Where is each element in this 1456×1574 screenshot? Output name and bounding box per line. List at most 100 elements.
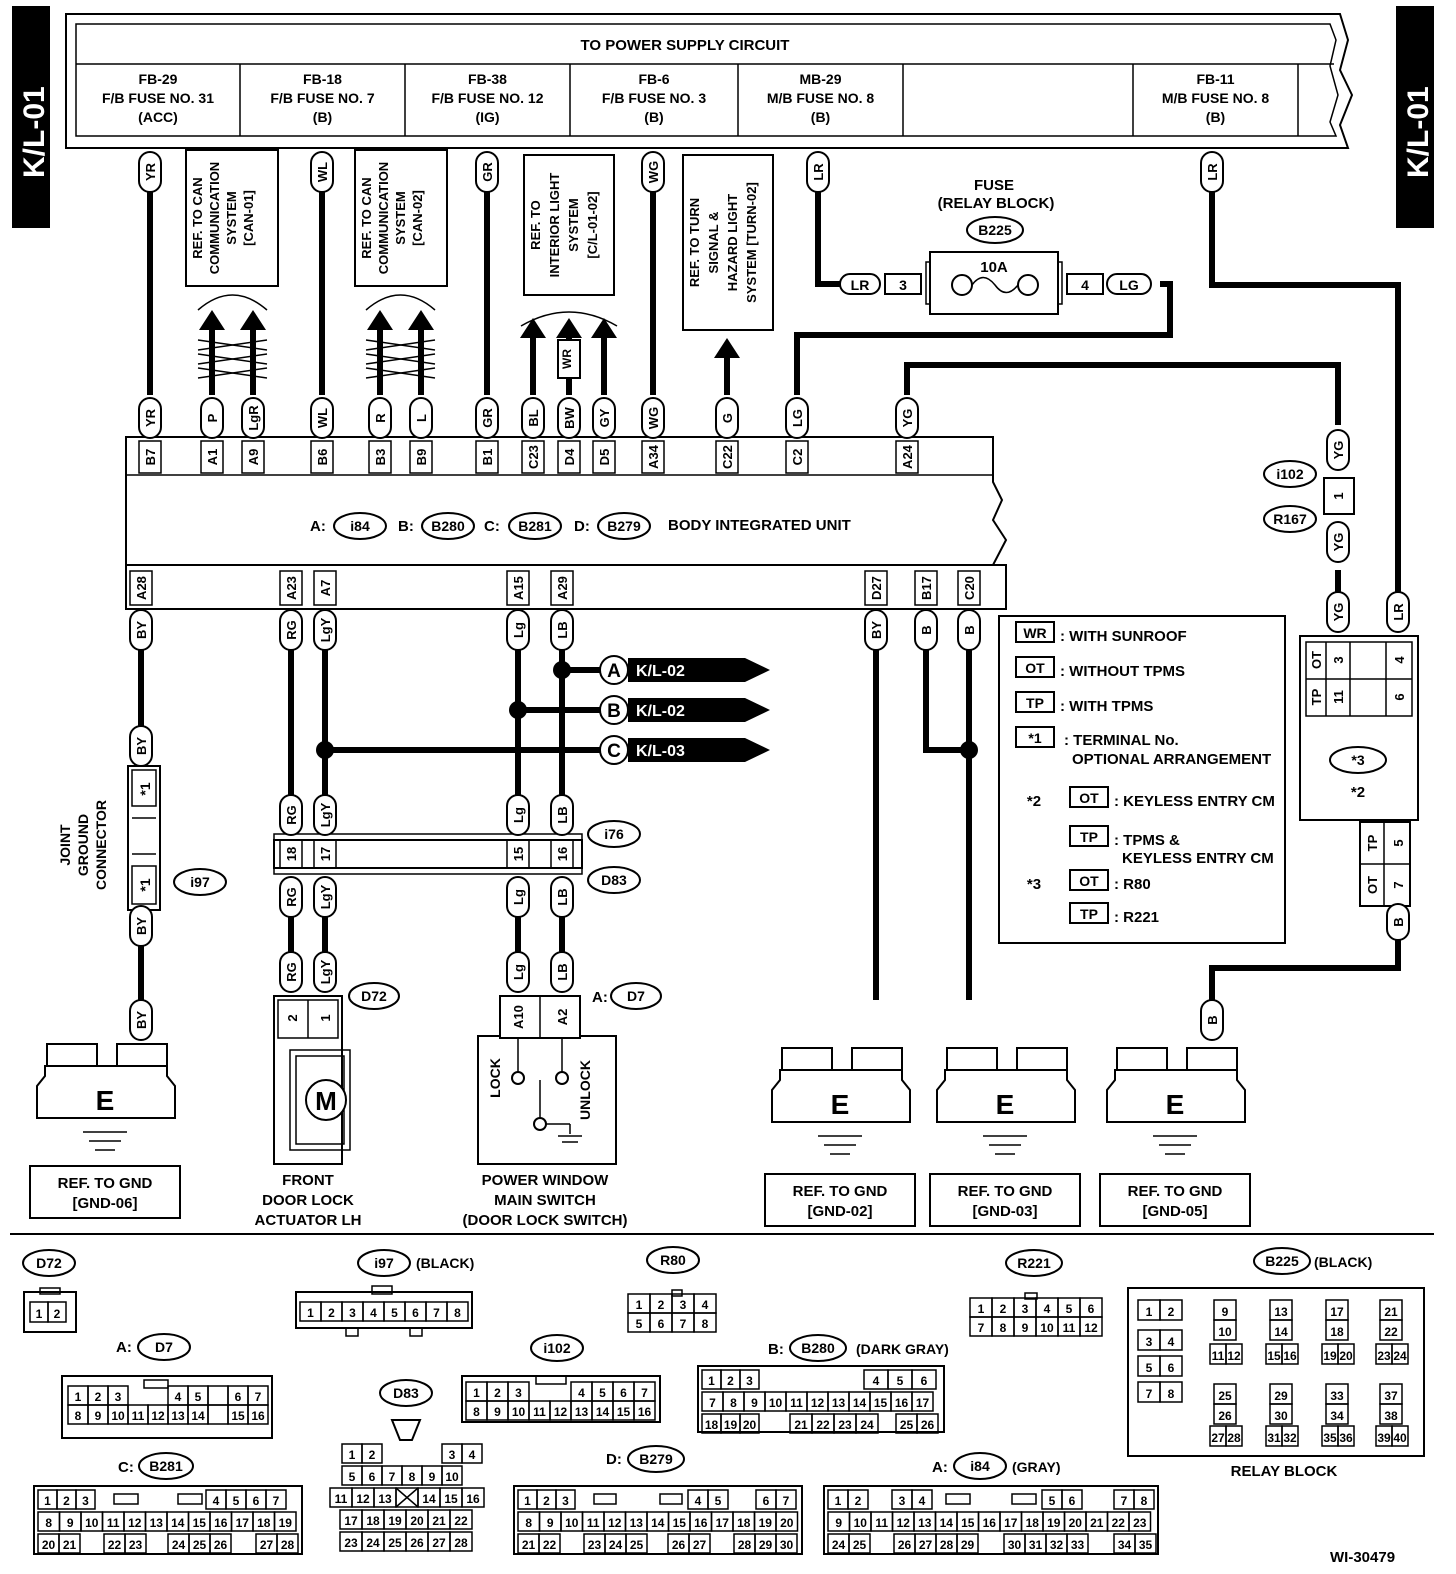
pin-label: A10 xyxy=(511,1005,526,1029)
pin-number: 10 xyxy=(445,1470,459,1484)
continuation-target: K/L-03 xyxy=(636,743,685,760)
pin-number: 4 xyxy=(1168,1335,1175,1349)
pin-number: 18 xyxy=(366,1514,380,1528)
wire-color-label: WG xyxy=(646,161,661,183)
wire-color-label: RG xyxy=(284,620,299,640)
wire-color-label: BY xyxy=(134,1011,149,1029)
pin-number: 5 xyxy=(1146,1361,1153,1375)
pin-number: 16 xyxy=(466,1492,480,1506)
pin-number: 2 xyxy=(369,1448,376,1462)
ref-text: SIGNAL & xyxy=(706,212,721,274)
pin-number: 22 xyxy=(1112,1516,1126,1530)
pin-number: 25 xyxy=(388,1536,402,1550)
pin-number: 15 xyxy=(874,1396,888,1410)
ref-text: REF. TO TURN xyxy=(687,198,702,287)
fuse-id: FB-29 xyxy=(139,71,178,87)
pin-label: TP xyxy=(1365,834,1380,851)
pin-number: 1 xyxy=(349,1448,356,1462)
connector-view-caption: RELAY BLOCK xyxy=(1231,1463,1338,1480)
legend-key: TP xyxy=(1080,906,1098,922)
harness-pin: 15 xyxy=(511,847,526,861)
pin-number: 14 xyxy=(651,1516,665,1530)
connector-id: i102 xyxy=(1276,466,1303,482)
component-label: (DOOR LOCK SWITCH) xyxy=(463,1212,628,1229)
pin-number: 23 xyxy=(838,1418,852,1432)
pin-number: 14 xyxy=(171,1516,185,1530)
pin-number: 27 xyxy=(432,1536,446,1550)
biu-pin-number: B17 xyxy=(919,576,934,600)
continuation-target: K/L-02 xyxy=(636,703,685,720)
pin-number: 18 xyxy=(705,1418,719,1432)
pin-number: 21 xyxy=(794,1418,808,1432)
pin-number: 3 xyxy=(115,1390,122,1404)
pin-number: 6 xyxy=(1069,1494,1076,1508)
pin-number: 14 xyxy=(853,1396,867,1410)
pin-label: TP xyxy=(1309,688,1324,705)
biu-pin-number: B6 xyxy=(315,449,330,466)
wire-color-label: BY xyxy=(134,737,149,755)
ref-text: HAZARD LIGHT xyxy=(725,194,740,292)
pin-number: 30 xyxy=(780,1538,794,1552)
pin-number: 18 xyxy=(1026,1516,1040,1530)
biu-connector-id: B280 xyxy=(431,518,465,534)
ground-ref: REF. TO GND xyxy=(58,1175,153,1192)
switch-position: UNLOCK xyxy=(577,1060,593,1120)
pin-number: 15 xyxy=(231,1409,245,1423)
pin-number: 4 xyxy=(213,1494,220,1508)
pin-number: 5 xyxy=(636,1317,643,1331)
svg-text:K/L-01: K/L-01 xyxy=(18,86,51,178)
pin-label: 1 xyxy=(1331,492,1346,499)
continuation-letter: A xyxy=(607,661,621,682)
pin-number: 23 xyxy=(588,1538,602,1552)
pin-number: 2 xyxy=(1168,1305,1175,1319)
pin-number: 32 xyxy=(1050,1538,1064,1552)
connector-view-note: (BLACK) xyxy=(416,1255,474,1271)
pin-number: 17 xyxy=(236,1516,250,1530)
pin-number: 4 xyxy=(370,1306,377,1320)
pin-number: 7 xyxy=(783,1494,790,1508)
pin-number: 14 xyxy=(940,1516,954,1530)
continuation-letter: B xyxy=(607,701,621,722)
biu-pin-number: C2 xyxy=(790,449,805,466)
pin-number: 5 xyxy=(599,1386,606,1400)
legend-text: : R221 xyxy=(1114,909,1159,926)
pin-number: 5 xyxy=(233,1494,240,1508)
wire-color-label: LB xyxy=(555,888,570,905)
joint-title: CONNECTOR xyxy=(93,800,109,890)
legend-key: WR xyxy=(1023,625,1046,641)
power-supply-box: TO POWER SUPPLY CIRCUIT xyxy=(65,13,1354,149)
pin-number: 4 xyxy=(695,1494,702,1508)
pin-number: 29 xyxy=(759,1538,773,1552)
pin-number: 34 xyxy=(1330,1409,1344,1423)
wire-color-label: YG xyxy=(1331,441,1346,460)
biu-pin-number: A1 xyxy=(205,449,220,466)
ground-letter: E xyxy=(831,1089,850,1120)
pin-number: 10 xyxy=(565,1516,579,1530)
pin-number: 26 xyxy=(672,1538,686,1552)
pin-number: 15 xyxy=(961,1516,975,1530)
component-label: POWER WINDOW xyxy=(482,1172,609,1189)
ref-text: SYSTEM xyxy=(393,191,408,244)
legend-text: : WITHOUT TPMS xyxy=(1060,663,1185,680)
biu-connector-id: B281 xyxy=(518,518,552,534)
wire-color-label: RG xyxy=(284,887,299,907)
pin-number: 2 xyxy=(727,1374,734,1388)
pin-number: 11 xyxy=(533,1405,546,1419)
pin-number: 2 xyxy=(328,1306,335,1320)
wire-color-label: LR xyxy=(1205,163,1220,181)
pin-number: 9 xyxy=(67,1516,74,1530)
pin-number: 22 xyxy=(1384,1325,1398,1339)
fuse-power-type: (B) xyxy=(644,109,663,125)
wire-color-label: LgR xyxy=(246,405,261,431)
pin-label: A2 xyxy=(555,1009,570,1026)
pin-number: 1 xyxy=(36,1307,43,1321)
wire-color-label: G xyxy=(720,413,735,423)
pin-number: 25 xyxy=(630,1538,644,1552)
pin-number: 21 xyxy=(1090,1516,1104,1530)
pin-number: 16 xyxy=(251,1409,265,1423)
connector-view-note: (DARK GRAY) xyxy=(856,1341,949,1357)
